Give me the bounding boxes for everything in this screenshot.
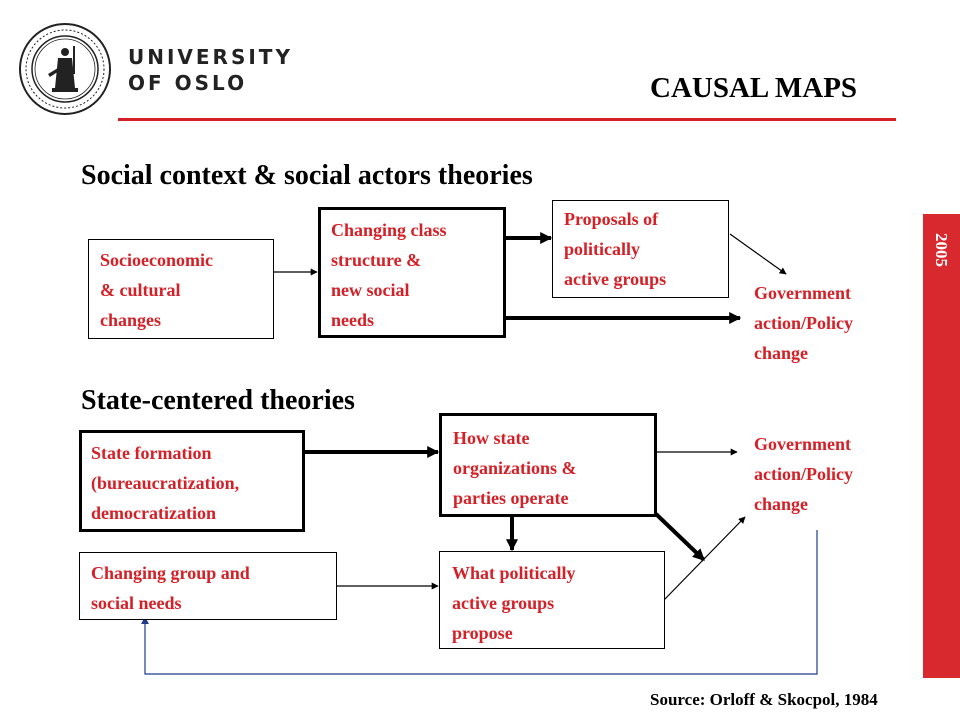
box-socioeconomic-changes: Socioeconomic & cultural changes (88, 239, 274, 339)
box-label-line: changes (100, 310, 162, 330)
box-label-line: How state (453, 428, 530, 448)
box-label-line: needs (331, 310, 375, 330)
box-label-line: social needs (91, 593, 182, 613)
outcome-government-action-2: Government action/Policy change (754, 429, 853, 519)
box-label-line: Proposals of (564, 209, 659, 229)
arrow-howstate-to-junction (654, 512, 706, 562)
box-what-groups-propose: What politically active groups propose (439, 551, 665, 649)
source-citation: Source: Orloff & Skocpol, 1984 (650, 690, 878, 709)
box-label-line: politically (564, 239, 640, 259)
outcome-line: action/Policy (754, 313, 853, 333)
box-label-line: new social (331, 280, 410, 300)
box-label-line: active groups (452, 593, 555, 613)
university-of-oslo-seal-icon (19, 23, 111, 115)
box-label-line: organizations & (453, 458, 577, 478)
outcome-government-action-1: Government action/Policy change (754, 278, 853, 368)
box-label-line: & cultural (100, 280, 181, 300)
box-label-line: Changing class (331, 220, 447, 240)
arrow-whatgroups-to-government (663, 516, 746, 601)
box-label-line: active groups (564, 269, 667, 289)
section-heading-social-context: Social context & social actors theories (81, 160, 533, 191)
outcome-line: change (754, 343, 808, 363)
box-label-line: propose (452, 623, 513, 643)
outcome-line: action/Policy (754, 464, 853, 484)
box-proposals-of-groups: Proposals of politically active groups (552, 200, 729, 298)
university-name-line1: UNIVERSITY (128, 45, 293, 69)
outcome-line: Government (754, 434, 851, 454)
header-rule (118, 118, 896, 121)
box-label-line: (bureaucratization, (91, 473, 240, 493)
arrow-proposals-to-government (729, 233, 787, 275)
university-seal (18, 22, 112, 116)
section-heading-state-centered: State-centered theories (81, 385, 355, 416)
page-title: CAUSAL MAPS (650, 72, 858, 104)
outcome-line: Government (754, 283, 851, 303)
university-name-line2: OF OSLO (128, 71, 248, 95)
box-label-line: structure & (331, 250, 422, 270)
side-year-bar (923, 214, 960, 678)
box-how-state-organizations: How state organizations & parties operat… (439, 413, 657, 517)
box-changing-class-structure: Changing class structure & new social ne… (318, 207, 506, 338)
box-state-formation: State formation (bureaucratization, demo… (79, 430, 305, 532)
feedback-arrow-government-to-needs (141, 530, 818, 675)
box-label-line: parties operate (453, 488, 569, 508)
box-label-line: State formation (91, 443, 212, 463)
box-changing-group-needs: Changing group and social needs (79, 552, 337, 620)
box-label-line: What politically (452, 563, 576, 583)
outcome-line: change (754, 494, 808, 514)
box-label-line: Changing group and (91, 563, 250, 583)
box-label-line: democratization (91, 503, 216, 523)
box-label-line: Socioeconomic (100, 250, 213, 270)
